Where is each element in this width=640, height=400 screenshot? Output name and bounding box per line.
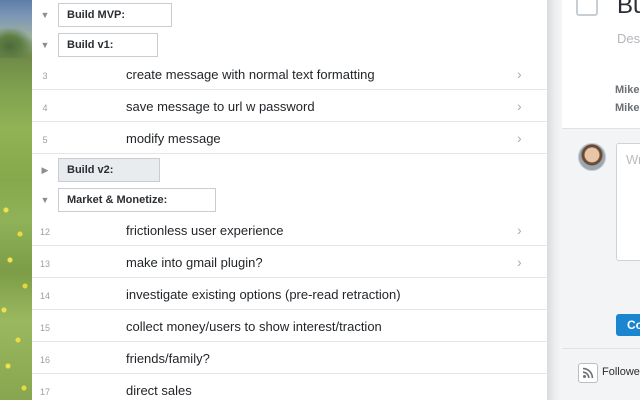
desktop-wallpaper [0,0,32,400]
row-number: 17 [39,386,50,397]
row-number: 13 [39,258,50,269]
task-name[interactable]: save message to url w password [126,99,315,114]
followers-label[interactable]: Followe [602,366,640,378]
pane-divider[interactable] [547,0,562,400]
section-header-build-mvp[interactable]: ▼ Build MVP: [32,2,172,28]
chevron-right-icon[interactable]: › [517,98,522,114]
task-row[interactable]: 15 collect money/users to show interest/… [32,310,547,342]
task-details-pane: Bu Des Mike Mike Wri Co Followe [562,0,640,400]
followers-bar: Followe [562,348,640,400]
section-label[interactable]: Build MVP: [58,3,172,27]
task-row[interactable]: 17 direct sales [32,374,547,400]
triangle-down-icon[interactable]: ▼ [40,195,50,205]
row-number: 3 [42,70,48,81]
triangle-right-icon[interactable]: ▶ [41,164,49,175]
complete-task-checkbox[interactable] [576,0,598,16]
section-header-build-v1[interactable]: ▼ Build v1: [32,32,158,58]
row-number: 16 [39,354,50,365]
description-field[interactable]: Des [617,31,640,46]
section-header-market-monetize[interactable]: ▼ Market & Monetize: [32,187,216,213]
row-number: 15 [39,322,50,333]
task-name[interactable]: direct sales [126,383,192,398]
row-number: 5 [42,134,48,145]
chevron-right-icon[interactable]: › [517,66,522,82]
row-number: 14 [39,290,50,301]
task-name[interactable]: create message with normal text formatti… [126,67,375,82]
row-number: 12 [39,226,50,237]
task-name[interactable]: investigate existing options (pre-read r… [126,287,401,302]
section-label[interactable]: Market & Monetize: [58,188,216,212]
task-name[interactable]: collect money/users to show interest/tra… [126,319,382,334]
section-header-build-v2[interactable]: ▶ Build v2: [32,157,160,183]
assignee-line: Mike [615,84,640,96]
section-label[interactable]: Build v2: [58,158,160,182]
avatar [578,143,606,171]
task-row[interactable]: 4 save message to url w password › [32,90,547,122]
chevron-right-icon[interactable]: › [517,254,522,270]
task-list-panel: ▼ Build MVP: ▼ Build v1: 3 create messag… [32,0,547,400]
task-row[interactable]: 3 create message with normal text format… [32,58,547,90]
chevron-right-icon[interactable]: › [517,130,522,146]
task-name[interactable]: friends/family? [126,351,210,366]
rss-icon[interactable] [578,363,598,383]
comment-section: Wri Co Followe [562,128,640,400]
wallpaper-flowers [0,190,32,400]
task-name[interactable]: make into gmail plugin? [126,255,263,270]
task-title[interactable]: Bu [617,0,640,19]
task-row[interactable]: 12 frictionless user experience › [32,214,547,246]
task-name[interactable]: frictionless user experience [126,223,284,238]
triangle-down-icon[interactable]: ▼ [40,10,50,20]
chevron-right-icon[interactable]: › [517,222,522,238]
comment-button[interactable]: Co [616,314,640,336]
creator-line: Mike [615,102,640,114]
task-row[interactable]: 16 friends/family? [32,342,547,374]
task-row[interactable]: 14 investigate existing options (pre-rea… [32,278,547,310]
section-label[interactable]: Build v1: [58,33,158,57]
task-row[interactable]: 5 modify message › [32,122,547,154]
task-name[interactable]: modify message [126,131,221,146]
task-row[interactable]: 13 make into gmail plugin? › [32,246,547,278]
triangle-down-icon[interactable]: ▼ [40,40,50,50]
row-number: 4 [42,102,48,113]
comment-input[interactable]: Wri [616,143,640,261]
